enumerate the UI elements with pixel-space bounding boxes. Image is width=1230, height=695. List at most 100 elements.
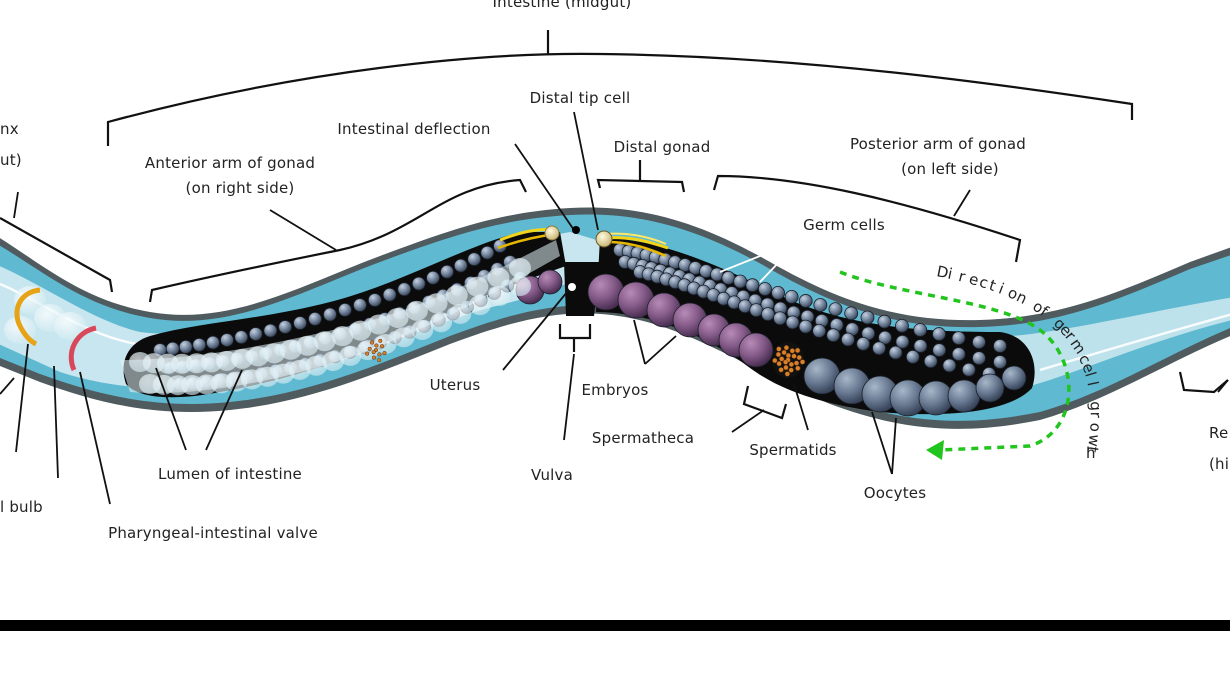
germ-cell — [440, 264, 454, 279]
germ-cell — [353, 298, 367, 312]
germ-cell — [993, 355, 1007, 369]
germ-cell — [773, 311, 787, 326]
germ-cell — [932, 343, 947, 357]
germ-cell — [841, 332, 855, 347]
label-rectum-partial: Re — [1209, 424, 1228, 442]
spermatid — [785, 352, 792, 359]
spermatid — [788, 367, 794, 373]
germ-cell — [761, 307, 775, 322]
spermatid — [794, 347, 801, 354]
germ-cell — [860, 310, 875, 325]
label-distal-gonad: Distal gonad — [614, 138, 711, 156]
bracket-rectum — [1178, 371, 1229, 394]
germ-cell — [856, 336, 871, 351]
bracket-posterior-arm — [712, 174, 1022, 263]
germ-cell — [844, 306, 859, 321]
oocyte — [975, 373, 1005, 403]
germ-cell — [397, 282, 412, 297]
germ-cell — [382, 287, 397, 302]
label-germ-cells: Germ cells — [803, 216, 885, 234]
germ-cell — [220, 333, 234, 347]
germ-cell — [785, 315, 800, 330]
germ-cell — [872, 341, 886, 356]
label-hindgut-partial: (hi — [1209, 455, 1229, 473]
germ-cell — [812, 323, 827, 338]
spermatid-cluster — [365, 338, 806, 378]
oocyte — [1001, 365, 1027, 391]
label-anterior-arm-line1: Anterior arm of gonad — [145, 154, 315, 172]
embryo — [738, 332, 774, 368]
germ-cell — [480, 245, 495, 260]
pharyngeal-valve-ring — [68, 325, 97, 372]
label-pharyngeal-intestinal-valve: Pharyngeal-intestinal valve — [108, 524, 318, 542]
spermatid — [775, 351, 782, 358]
germ-cell — [248, 327, 263, 341]
label-spermatids: Spermatids — [749, 441, 836, 459]
germ-cell — [798, 319, 813, 334]
label-bulb-partial: l bulb — [0, 498, 43, 516]
germ-cell — [798, 294, 813, 308]
label-intestine-midgut: Intestine (midgut) — [493, 0, 632, 11]
germ-cell — [426, 270, 440, 285]
intestine-overlay — [120, 240, 560, 394]
germ-cell — [467, 252, 482, 267]
spermatid — [779, 356, 785, 362]
brackets — [0, 30, 1229, 420]
spermatid — [367, 346, 372, 351]
germ-cell — [784, 289, 799, 304]
spermatid — [788, 361, 795, 368]
spermatid — [796, 354, 802, 361]
pharynx-ring — [14, 287, 41, 347]
label-intestinal-deflection: Intestinal deflection — [337, 120, 490, 138]
germ-cell — [972, 335, 986, 349]
germ-cell — [972, 351, 986, 365]
spermatid — [789, 348, 795, 354]
label-oocytes: Oocytes — [864, 484, 926, 502]
spermatid — [799, 359, 806, 365]
germ-cell — [367, 293, 382, 307]
germ-cell — [951, 331, 966, 346]
germ-cell — [453, 258, 468, 273]
germ-cell — [813, 298, 828, 312]
spermatid — [783, 364, 789, 371]
germ-cell — [895, 334, 910, 349]
germ-cell — [206, 335, 220, 350]
spermatid — [784, 371, 791, 377]
label-posterior-arm-line1: Posterior arm of gonad — [850, 135, 1026, 153]
pointer-lines — [0, 111, 1229, 505]
spermatid — [772, 357, 778, 364]
label-spermatheca: Spermatheca — [592, 429, 694, 447]
germ-cell — [895, 318, 909, 333]
label-embryos: Embryos — [581, 381, 648, 399]
spermatid — [365, 351, 370, 356]
germ-cell — [278, 320, 293, 334]
germ-cell — [877, 314, 892, 329]
bracket-intestine — [106, 52, 1134, 146]
bracket-pharynx — [0, 217, 114, 293]
spermatid — [370, 340, 375, 345]
germ-cell — [263, 323, 278, 338]
oocyte-chain — [803, 357, 1027, 417]
spermatid — [791, 353, 797, 359]
spermatid — [378, 338, 383, 343]
spermatid — [783, 345, 790, 351]
spermatid — [782, 359, 789, 365]
germ-cell-growth-arrow — [839, 270, 1071, 460]
label-anterior-arm-line2: (on right side) — [186, 179, 295, 197]
germ-cell — [932, 327, 946, 341]
germ-cell — [905, 350, 920, 364]
germ-cell — [961, 362, 976, 377]
germ-cell — [165, 341, 180, 356]
embryo — [537, 269, 563, 295]
germ-cell — [293, 316, 307, 330]
germ-cell — [308, 311, 322, 326]
germ-cell — [951, 347, 966, 362]
label-lumen-of-intestine: Lumen of intestine — [158, 465, 302, 483]
germ-cell — [338, 302, 352, 317]
label-pharynx-partial: nx — [0, 120, 19, 138]
germ-cell — [749, 303, 764, 318]
germ-cell — [913, 323, 928, 337]
bracket-vulva — [558, 324, 592, 340]
